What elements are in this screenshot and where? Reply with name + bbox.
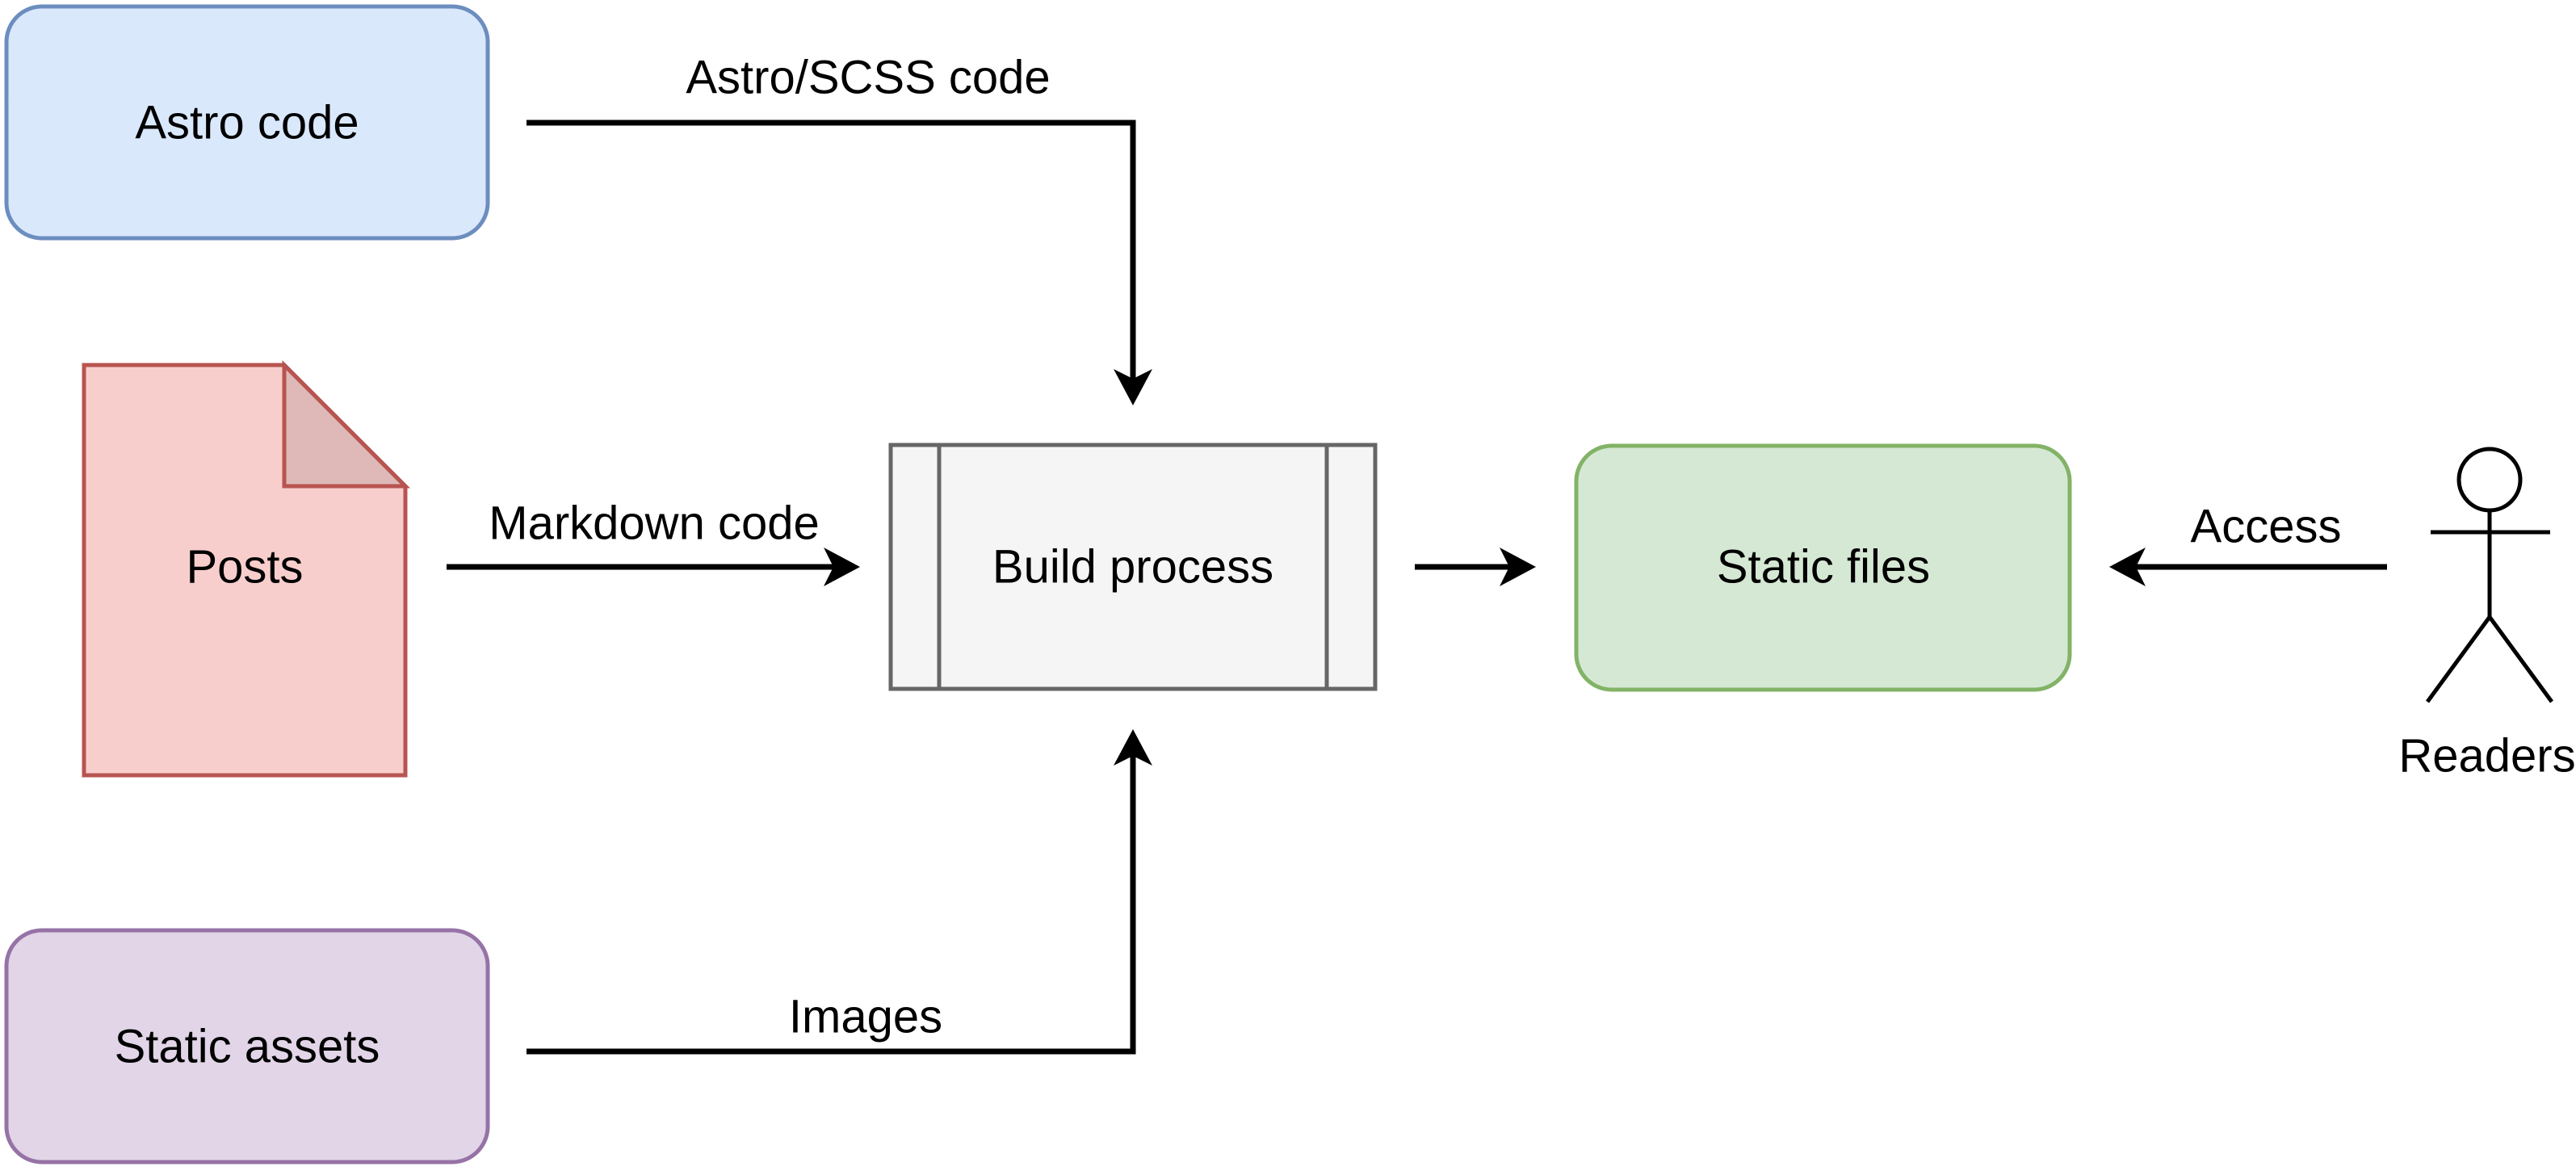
actor-head-icon bbox=[2456, 447, 2523, 513]
edge-label-astro-scss-code: Astro/SCSS code bbox=[686, 52, 1050, 104]
arrowhead-left-icon bbox=[2109, 548, 2146, 586]
posts-label: Posts bbox=[186, 541, 303, 594]
arrowhead-down-icon bbox=[1114, 369, 1152, 405]
edge-label-markdown-code: Markdown code bbox=[489, 497, 819, 550]
readers-label: Readers bbox=[2398, 730, 2575, 783]
build-process-box bbox=[888, 443, 1378, 691]
static-assets-box bbox=[4, 928, 490, 1165]
edges: Astro/SCSS code Markdown code Images Acc… bbox=[447, 52, 2387, 1055]
node-build-process: Build process bbox=[888, 443, 1378, 691]
actor-right-leg-icon bbox=[2487, 615, 2554, 703]
static-assets-label: Static assets bbox=[115, 1021, 380, 1073]
edge-label-access: Access bbox=[2191, 501, 2342, 553]
edge-readers-to-files: Access bbox=[2109, 501, 2387, 586]
node-astro-code: Astro code bbox=[4, 4, 490, 241]
static-files-box bbox=[1574, 443, 2072, 692]
arrowhead-up-icon bbox=[1114, 729, 1152, 766]
arrowhead-right-icon bbox=[1500, 548, 1536, 586]
static-files-label: Static files bbox=[1717, 541, 1930, 594]
posts-document-shape bbox=[82, 363, 408, 778]
posts-folded-corner bbox=[282, 359, 411, 489]
node-posts: Posts bbox=[82, 359, 411, 778]
arrowhead-right-icon bbox=[824, 548, 860, 586]
edge-astro-to-build: Astro/SCSS code bbox=[527, 52, 1152, 405]
node-static-assets: Static assets bbox=[4, 928, 490, 1165]
edge-assets-to-build: Images bbox=[527, 729, 1152, 1055]
build-process-label: Build process bbox=[992, 541, 1273, 594]
actor-readers: Readers bbox=[2398, 447, 2576, 783]
astro-code-label: Astro code bbox=[135, 97, 359, 149]
node-static-files: Static files bbox=[1574, 443, 2072, 692]
edge-assets-to-build-line bbox=[527, 741, 1136, 1055]
edge-astro-to-build-line bbox=[527, 120, 1136, 393]
actor-left-leg-icon bbox=[2425, 615, 2492, 703]
edge-label-images: Images bbox=[789, 991, 942, 1043]
astro-code-box bbox=[4, 4, 490, 241]
edge-posts-to-build: Markdown code bbox=[447, 497, 860, 586]
edge-build-to-files bbox=[1415, 548, 1536, 586]
